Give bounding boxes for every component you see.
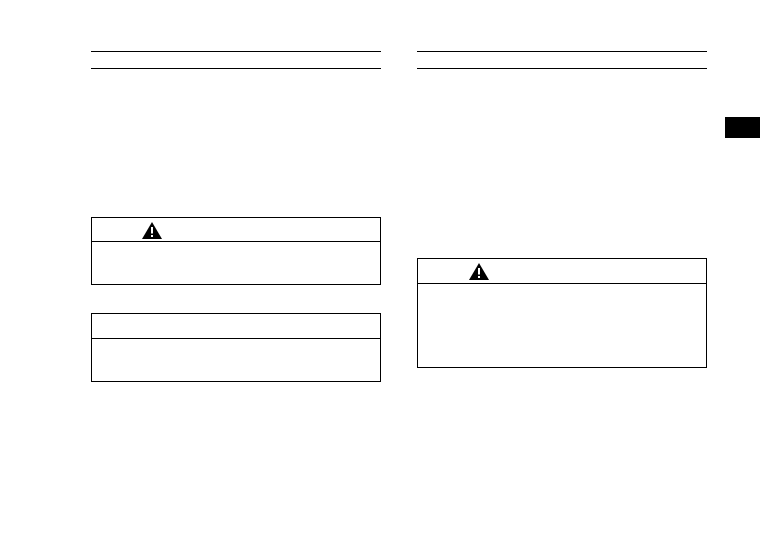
- section-thumb-tab: [725, 117, 760, 138]
- warning-triangle-icon: [469, 263, 489, 280]
- right-warning-box: [417, 258, 707, 368]
- warning-triangle-icon: [142, 222, 162, 239]
- right-header-rule-bottom: [417, 68, 707, 69]
- left-warning-box: [91, 217, 381, 285]
- left-notice-box: [91, 313, 381, 382]
- left-header-rule-top: [91, 51, 381, 52]
- right-warning-box-header: [418, 259, 706, 284]
- left-warning-box-header: [92, 218, 380, 242]
- left-notice-box-header: [92, 314, 380, 339]
- right-header-rule-top: [417, 51, 707, 52]
- left-header-rule-bottom: [91, 68, 381, 69]
